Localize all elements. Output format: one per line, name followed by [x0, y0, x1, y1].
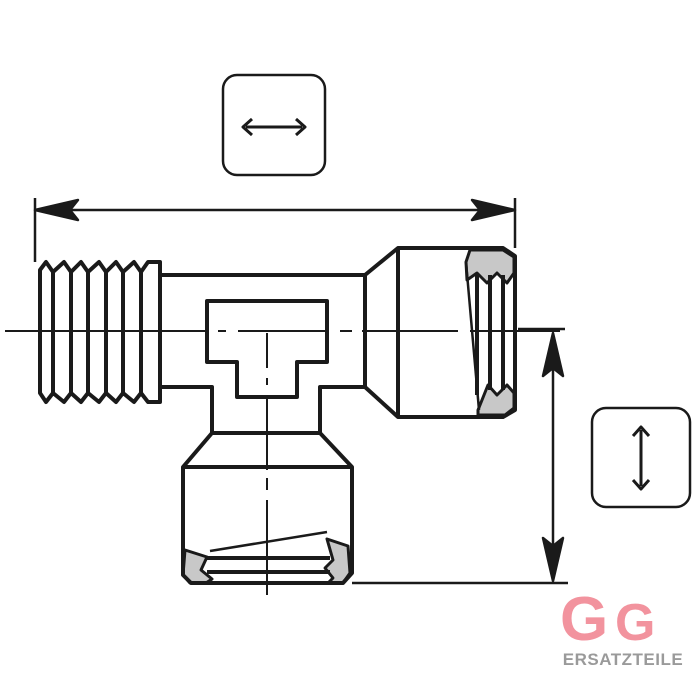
- svg-text:&: &: [605, 599, 616, 616]
- gg-logo: G G &: [560, 585, 657, 654]
- horizontal-double-arrow-icon: [221, 73, 327, 177]
- vertical-double-arrow-icon: [590, 406, 692, 509]
- fitting-outline: [38, 246, 517, 585]
- center-lines: [5, 330, 560, 595]
- svg-text:G: G: [615, 594, 655, 652]
- horizontal-dimension: [33, 198, 517, 262]
- svg-text:G: G: [560, 585, 608, 654]
- logo-tagline: ERSATZTEILE: [562, 650, 684, 669]
- vertical-dimension: [352, 327, 568, 585]
